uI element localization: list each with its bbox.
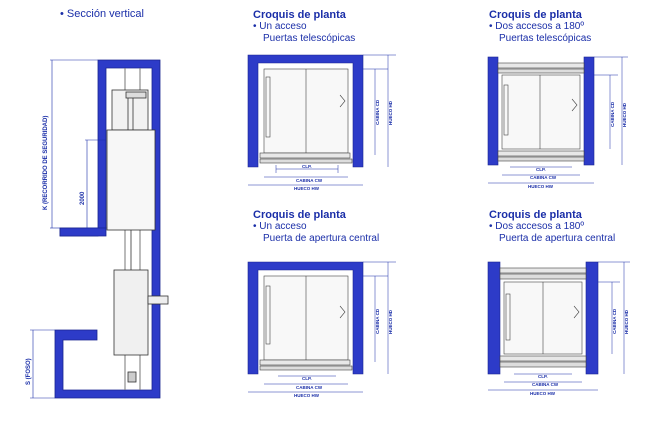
vertical-section [54,59,169,399]
plan-2: CABINA CD HUECO HD CLP. CABINA CW HUECO … [487,56,628,189]
svg-text:CABINA CW: CABINA CW [296,178,323,183]
pit-dim-label: S (FOSO) [26,358,32,385]
plan-header-3: Croquis de planta • Un acceso Puerta de … [253,209,379,245]
plan-subtitle-2: Puerta de apertura central [499,233,616,244]
section-title: Sección vertical [66,8,144,20]
plan-subtitle-1: • Dos accesos a 180º [489,221,584,232]
bullet: • [60,8,64,20]
svg-text:CLP.: CLP. [536,167,546,172]
plan-subtitle-1: • Un acceso [253,221,307,232]
svg-text:CABINA CD: CABINA CD [375,308,380,334]
svg-text:CLP.: CLP. [302,376,312,381]
svg-text:HUECO HD: HUECO HD [622,102,627,127]
plan-title: Croquis de planta [253,9,346,21]
plan-title: Croquis de planta [253,209,346,221]
plan-subtitle-2: Puerta de apertura central [263,233,380,244]
plan-title: Croquis de planta [489,9,582,21]
plan-header-2: Croquis de planta • Dos accesos a 180º P… [489,9,591,45]
svg-text:CABINA CW: CABINA CW [530,175,557,180]
svg-text:CABINA CD: CABINA CD [375,99,380,125]
plan-1: CABINA CD HUECO HD CLP. CABINA CW HUECO … [247,54,396,191]
section-dimensions [30,59,106,399]
plan-subtitle-1: • Un acceso [253,21,307,32]
travel-dim-label: K (RECORRIDO DE SEGURIDAD) [43,116,49,210]
section-label: • Sección vertical [60,8,144,20]
door-height-label: 2000 [80,191,86,205]
svg-text:HUECO HD: HUECO HD [624,309,629,334]
svg-text:HUECO HD: HUECO HD [388,309,393,334]
svg-text:CABINA CD: CABINA CD [610,101,615,127]
plan-subtitle-2: Puertas telescópicas [499,33,592,44]
svg-text:CABINA CW: CABINA CW [532,382,559,387]
plan-title: Croquis de planta [489,209,582,221]
svg-text:CLP.: CLP. [302,164,312,169]
plan-header-4: Croquis de planta • Dos accesos a 180º P… [489,209,615,245]
svg-text:CLP.: CLP. [538,374,548,379]
svg-text:HUECO HW: HUECO HW [530,391,556,396]
svg-text:CABINA CW: CABINA CW [296,385,323,390]
plan-header-1: Croquis de planta • Un acceso Puertas te… [253,9,355,45]
plan-subtitle-1: • Dos accesos a 180º [489,21,584,32]
plan-3: CABINA CD HUECO HD CLP. CABINA CW HUECO … [247,261,396,398]
svg-text:HUECO HD: HUECO HD [388,100,393,125]
plan-4: CABINA CD HUECO HD CLP. CABINA CW HUECO … [487,261,630,396]
svg-text:HUECO HW: HUECO HW [294,186,320,191]
plan-subtitle-2: Puertas telescópicas [263,33,356,44]
svg-text:CABINA CD: CABINA CD [612,308,617,334]
svg-text:HUECO HW: HUECO HW [528,184,554,189]
svg-text:HUECO HW: HUECO HW [294,393,320,398]
